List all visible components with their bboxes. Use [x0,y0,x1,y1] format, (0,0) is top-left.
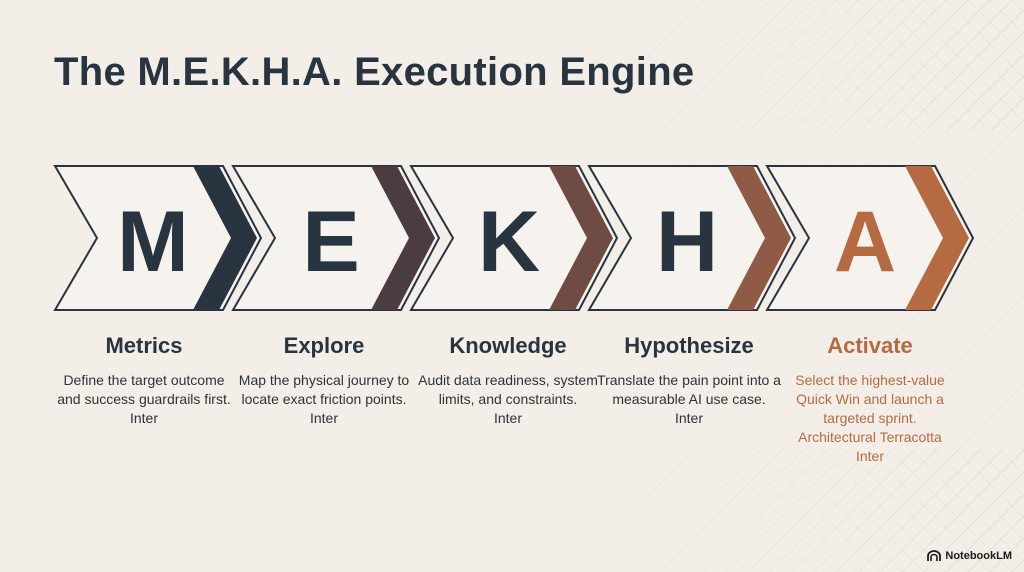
chevron-a: A [765,165,975,311]
step-note: Architectural Terracotta [798,429,942,445]
chevron-outline [409,165,619,311]
step-name: Explore [283,333,365,358]
chevron-outline [587,165,797,311]
step-description: Map the physical journey to locate exact… [238,372,410,407]
step-name: Metrics [105,333,183,358]
step-note: Inter [674,410,703,426]
chevron-outline [231,165,441,311]
chevron-letter-e: E [302,194,359,290]
notebooklm-logo-icon [927,550,942,561]
step-name: Activate [827,333,913,358]
chevron-m: M [53,165,263,311]
brand-name: NotebookLM [945,550,1012,562]
chevron-letter-h: H [656,194,718,290]
chevron-outline [765,165,975,311]
chevron-k: K [409,165,619,311]
brand-watermark: NotebookLM [927,550,1012,562]
chevron-outline [53,165,263,311]
chevron-band [193,166,257,310]
chevron-band [905,166,969,310]
step-note: Inter [309,410,338,426]
chevron-band [549,166,613,310]
step-note: Inter [855,448,884,464]
chevron-letter-a: A [834,194,896,290]
step-description: Select the highest-value Quick Win and l… [795,372,945,426]
chevron-band [727,166,791,310]
step-description: Audit data readiness, system limits, and… [418,372,598,407]
step-description: Translate the pain point into a measurab… [597,372,781,407]
step-name: Knowledge [449,333,567,358]
step-name: Hypothesize [624,333,754,358]
chevron-letter-m: M [117,194,189,290]
page-title: The M.E.K.H.A. Execution Engine [54,50,695,94]
step-description: Define the target outcome and success gu… [57,372,231,407]
chevron-h: H [587,165,797,311]
step-note: Inter [493,410,522,426]
step-note: Inter [129,410,158,426]
chevron-e: E [231,165,441,311]
chevron-letter-k: K [478,194,540,290]
chevron-band [371,166,435,310]
